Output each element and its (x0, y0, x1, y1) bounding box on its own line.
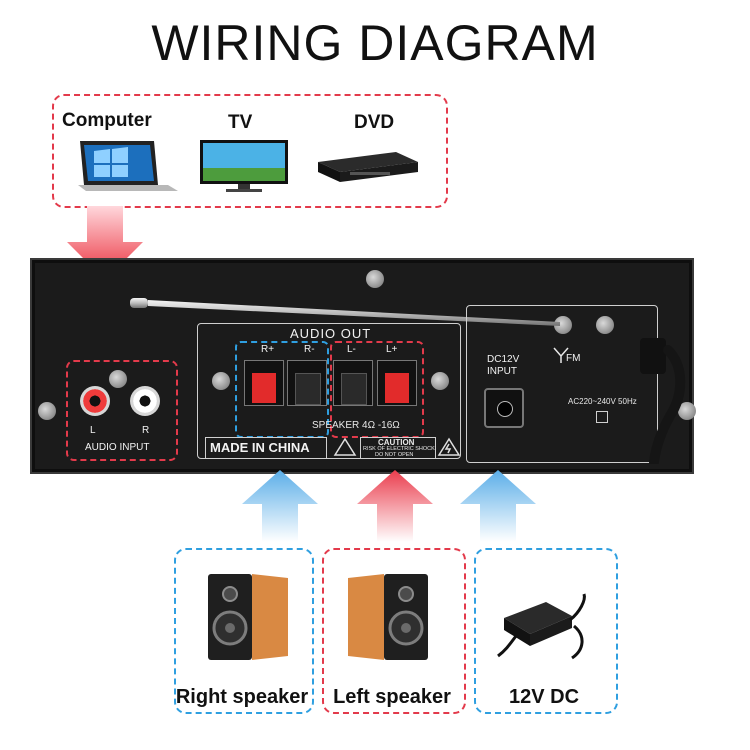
terminal-r-minus[interactable] (287, 360, 327, 406)
dc-adapter-icon (497, 593, 586, 660)
audio-out-label: AUDIO OUT (290, 326, 372, 341)
power-cable-icon (640, 338, 686, 464)
l-plus-label: L+ (386, 344, 398, 355)
rca-left-input[interactable] (80, 386, 110, 416)
page-title: WIRING DIAGRAM (151, 15, 599, 71)
rca-right-input[interactable] (130, 386, 160, 416)
fm-label: FM (566, 353, 581, 364)
audio-input-group (66, 360, 178, 461)
screw (212, 372, 230, 390)
dvd-label: DVD (354, 112, 395, 133)
audio-out-panel (197, 323, 461, 459)
speaker-spec-label: SPEAKER 4Ω -16Ω (312, 420, 400, 431)
screw (366, 270, 384, 288)
input-sources-box (52, 94, 448, 208)
warning-icon (333, 437, 357, 456)
tv-icon (200, 140, 288, 192)
input-l-label: L (90, 425, 96, 436)
dc-arrow-icon (460, 470, 536, 542)
right-speaker-label: Right speaker (175, 686, 309, 708)
input-r-label: R (142, 425, 150, 436)
caution-line-2: DO NOT OPEN (375, 452, 414, 458)
dc-adapter-box (474, 548, 618, 714)
r-minus-label: R- (304, 344, 315, 355)
dc-input-port[interactable] (484, 388, 524, 428)
left-speaker-box (322, 548, 466, 714)
right-speaker-box (174, 548, 314, 714)
audio-input-label: AUDIO INPUT (85, 442, 150, 453)
right-speaker-arrow-icon (242, 470, 318, 542)
power-panel (466, 305, 658, 463)
tv-label: TV (228, 112, 253, 133)
dc-title: DC12V (487, 354, 520, 365)
computer-label: Computer (62, 110, 152, 131)
made-in-label: MADE IN CHINA (210, 440, 310, 455)
dc-sub: INPUT (487, 366, 517, 377)
caution-badge (360, 437, 436, 459)
left-speaker-label: Left speaker (333, 686, 451, 708)
ac-label: AC220~240V 50Hz (568, 397, 637, 406)
fm-antenna-icon (553, 347, 569, 363)
terminal-r-plus[interactable] (244, 360, 284, 406)
laptop-icon (78, 141, 178, 191)
dvd-player-icon (318, 152, 418, 182)
caution-title: CAUTION (378, 438, 415, 447)
right-speaker-icon (208, 574, 288, 660)
antenna-icon (130, 298, 560, 326)
terminal-l-plus[interactable] (377, 360, 417, 406)
dc-label: 12V DC (508, 686, 580, 708)
screw (38, 402, 56, 420)
caution-line-1: RISK OF ELECTRIC SHOCK (363, 446, 435, 452)
screw (554, 316, 572, 334)
l-minus-label: L- (347, 344, 356, 355)
square-symbol-icon (596, 411, 608, 423)
input-arrow-icon (67, 206, 143, 280)
shock-warning-icon (437, 437, 461, 456)
screw (596, 316, 614, 334)
screw (431, 372, 449, 390)
left-speaker-icon (348, 574, 428, 660)
screw (109, 370, 127, 388)
r-plus-label: R+ (261, 344, 275, 355)
terminal-l-minus[interactable] (333, 360, 373, 406)
made-in-badge (205, 437, 327, 459)
left-speaker-arrow-icon (357, 470, 433, 542)
screw (678, 402, 696, 420)
